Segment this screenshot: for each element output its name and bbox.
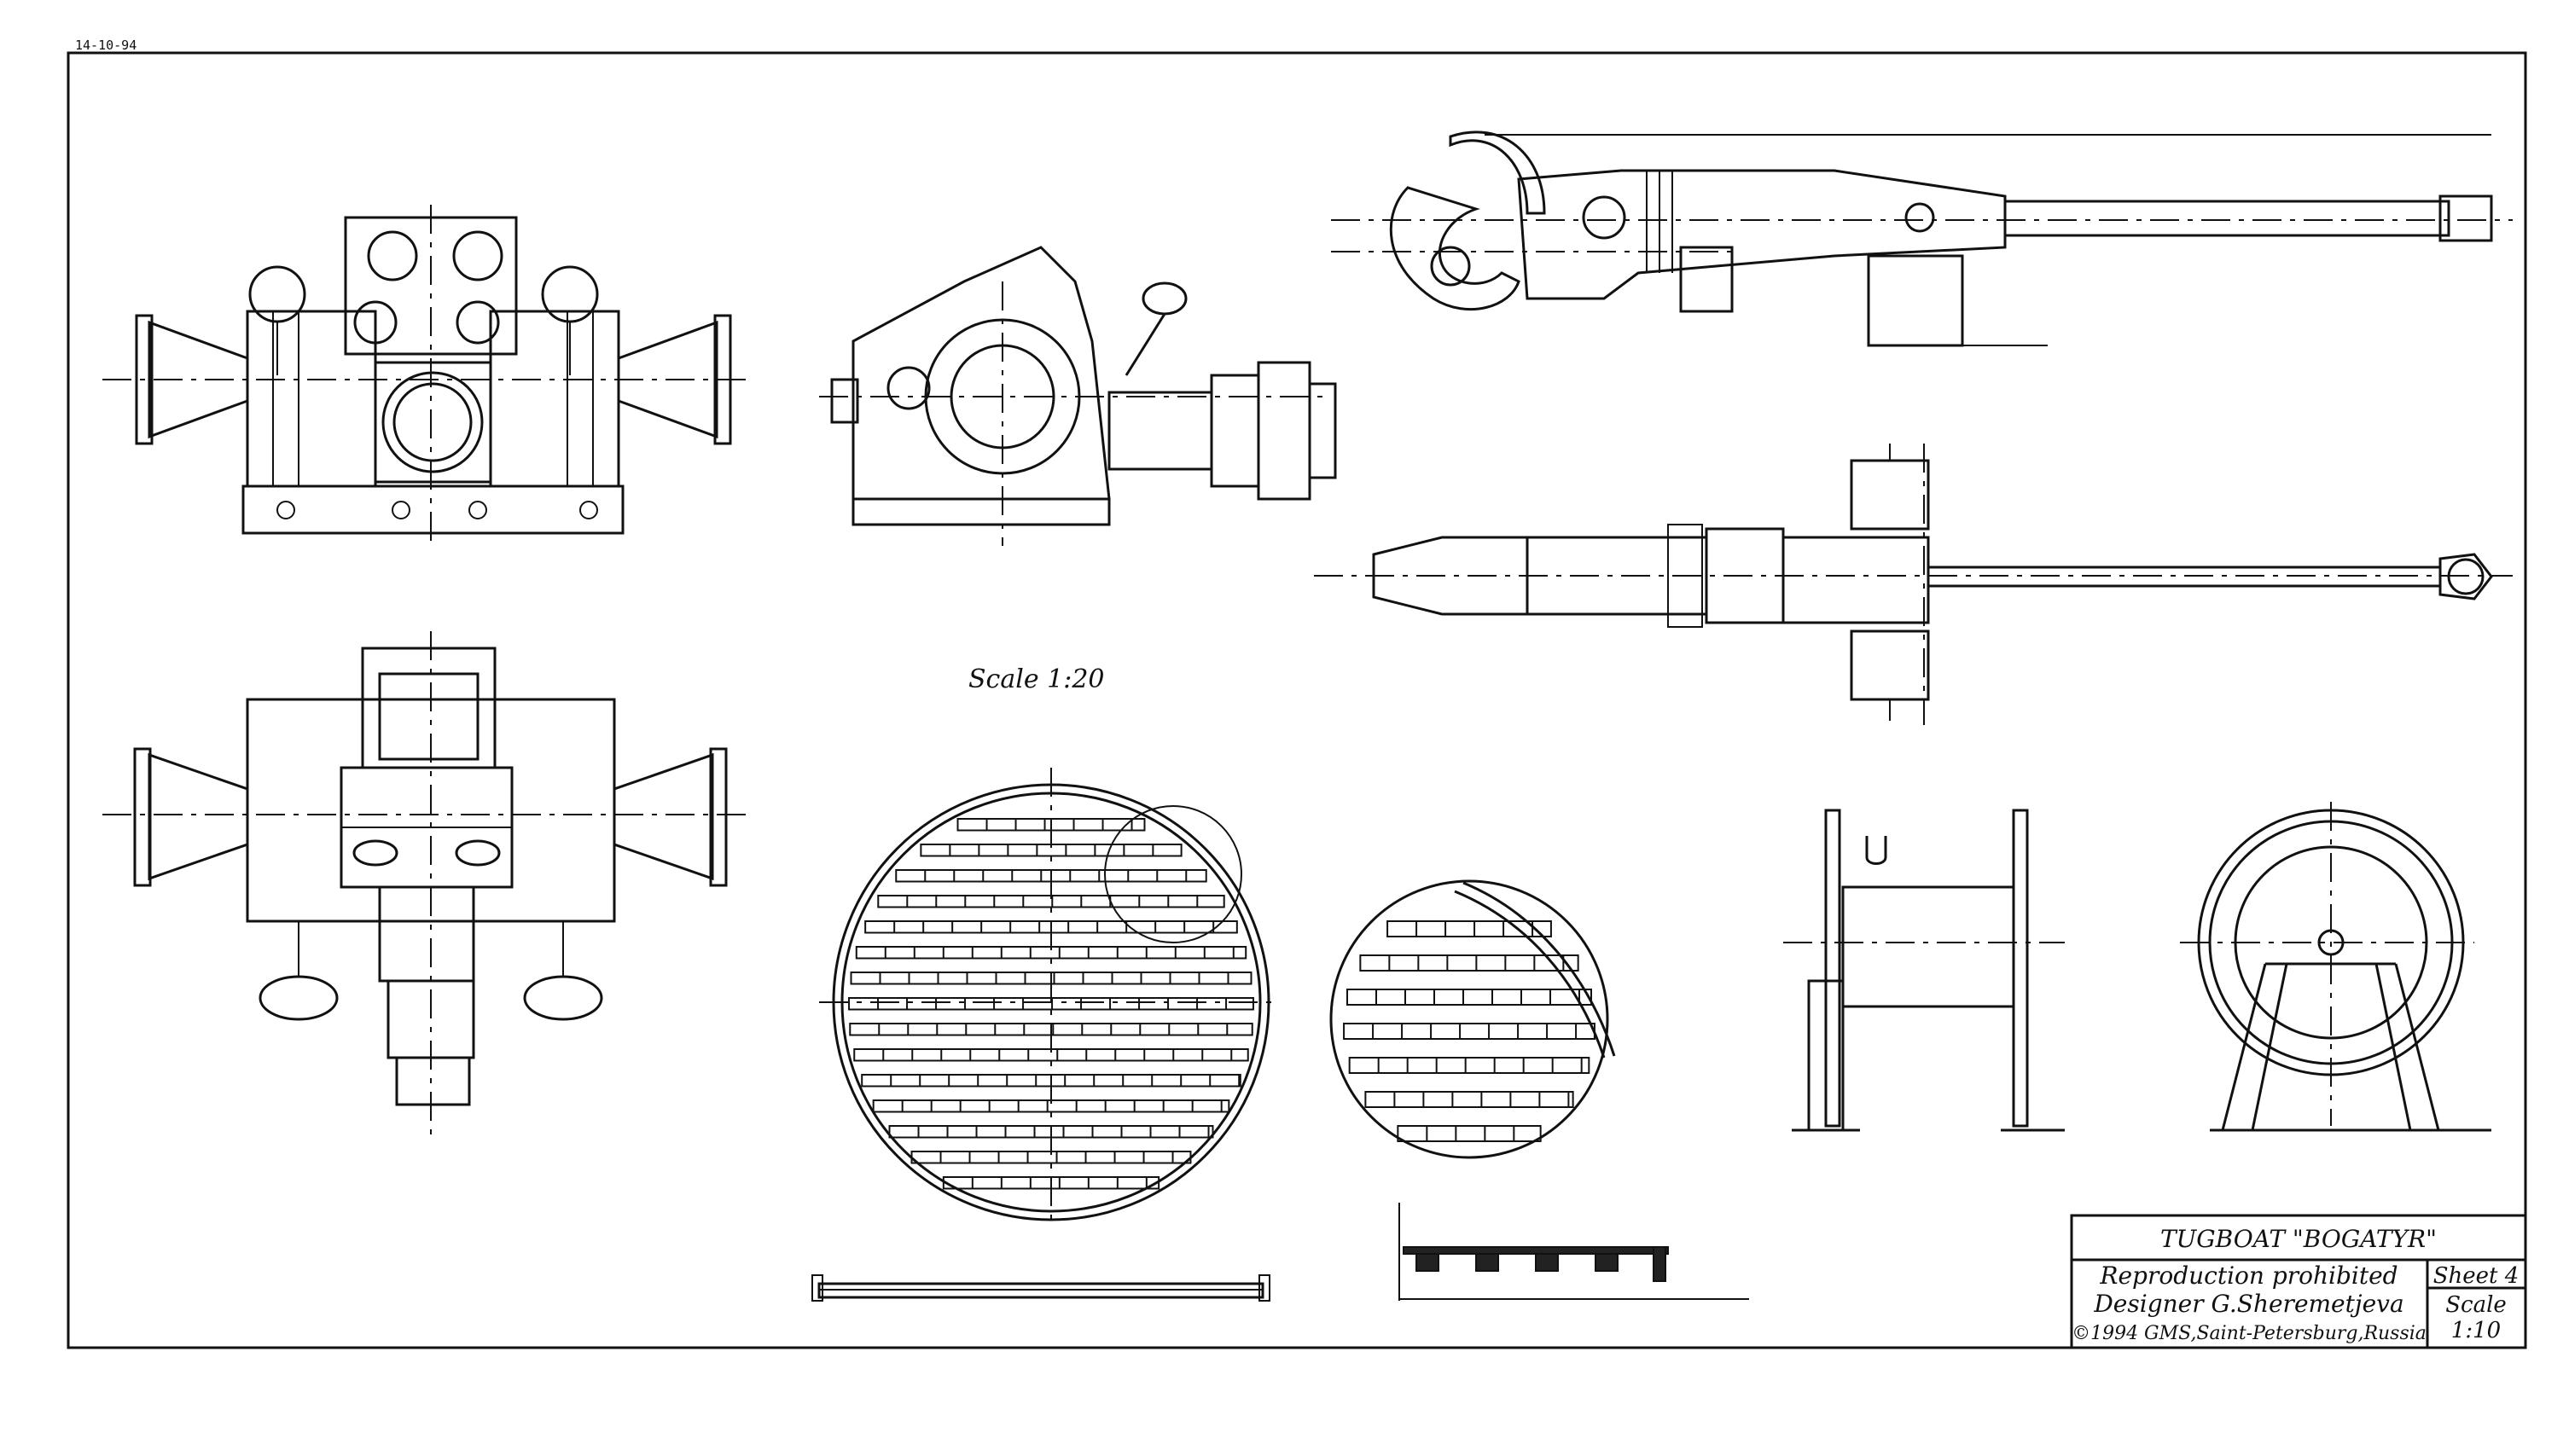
title-block: TUGBOAT "BOGATYR" Reproduction prohibite…	[2070, 1214, 2527, 1349]
grating-plan-view	[819, 768, 1280, 1228]
grating-section	[811, 1274, 1270, 1302]
towing-hook-plan-view	[1314, 444, 2513, 725]
reproduction-text: Reproduction prohibited	[2099, 1262, 2398, 1290]
copyright-text: ©1994 GMS,Saint-Petersburg,Russia	[2072, 1323, 2427, 1344]
date-stamp: 14-10-94	[75, 38, 137, 53]
grating-detail-section	[1398, 1203, 1749, 1301]
grating-detail	[1329, 879, 1616, 1159]
towing-hook-side-view	[1331, 131, 2513, 347]
hose-reel-side-view	[1783, 809, 2065, 1132]
sheet-number: Sheet 4	[2433, 1263, 2520, 1289]
windlass-plan-view	[102, 631, 751, 1134]
windlass-top-view	[102, 205, 751, 546]
designer-text: Designer G.Sheremetjeva	[2093, 1290, 2403, 1318]
windlass-side-view	[819, 246, 1337, 546]
title-text: TUGBOAT "BOGATYR"	[2160, 1225, 2437, 1253]
hose-reel-front-view	[2180, 802, 2491, 1132]
scale-caption: Scale	[2445, 1292, 2507, 1318]
scale-label: Scale 1:20	[968, 664, 1105, 694]
scale-value: 1:10	[2451, 1318, 2501, 1343]
